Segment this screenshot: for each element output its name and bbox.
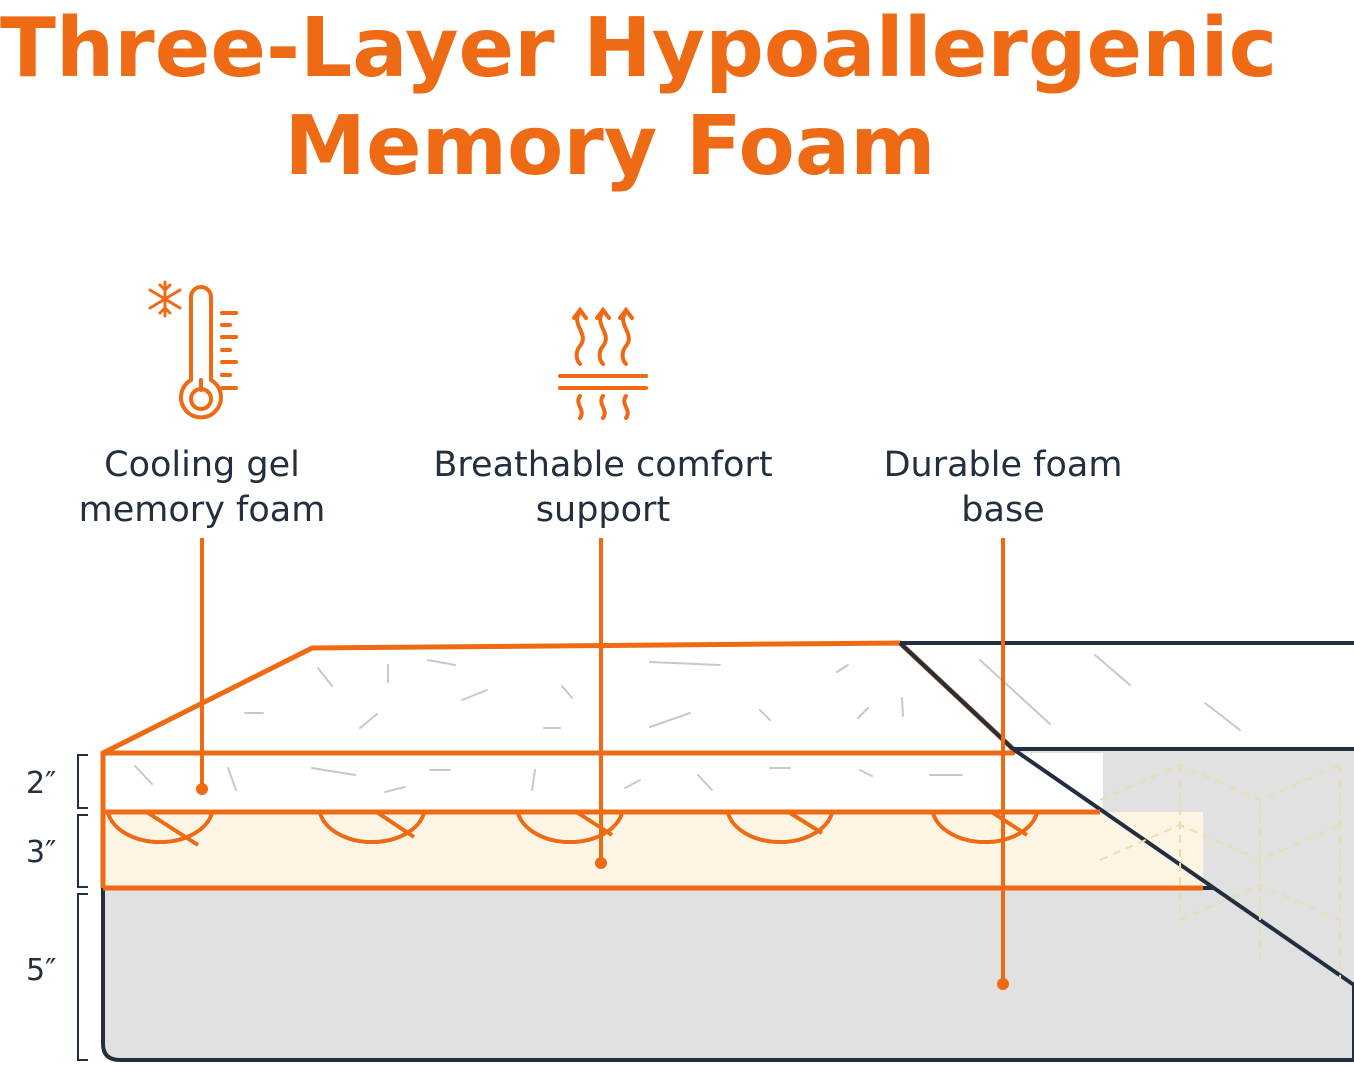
feature-label-line-2: base [961,490,1045,530]
title-line-1: Three-Layer Hypoallergenic [0,1,1278,96]
feature-label-durable-base: Durable foam base [793,443,1213,533]
foam-texture [134,654,1241,793]
thermometer-snowflake-icon [148,280,238,420]
snowflake-icon [148,280,182,318]
quilt-pattern [1099,763,1341,980]
feature-label-cooling-gel: Cooling gel memory foam [0,443,412,533]
title-line-2: Memory Foam [284,99,936,194]
feature-label-line-2: support [535,490,671,530]
feature-label-breathable: Breathable comfort support [393,443,813,533]
thickness-label-base: 5″ [26,953,57,988]
base-layer [101,886,1354,1062]
top-surface [100,640,1016,756]
thickness-label-top: 2″ [26,766,57,801]
contour-waves [106,811,1039,847]
feature-label-line-1: Breathable comfort [433,445,773,485]
callout-lines [200,538,1005,984]
breathable-airflow-icon [558,306,648,420]
feature-label-line-1: Cooling gel [104,445,300,485]
page-title: Three-Layer Hypoallergenic Memory Foam [0,0,1278,196]
thickness-label-middle: 3″ [26,835,57,870]
dimension-brackets [77,754,88,1061]
feature-label-line-2: memory foam [78,490,326,530]
support-layer [103,812,1203,888]
callout-dots [196,783,1009,990]
feature-label-line-1: Durable foam [883,445,1123,485]
